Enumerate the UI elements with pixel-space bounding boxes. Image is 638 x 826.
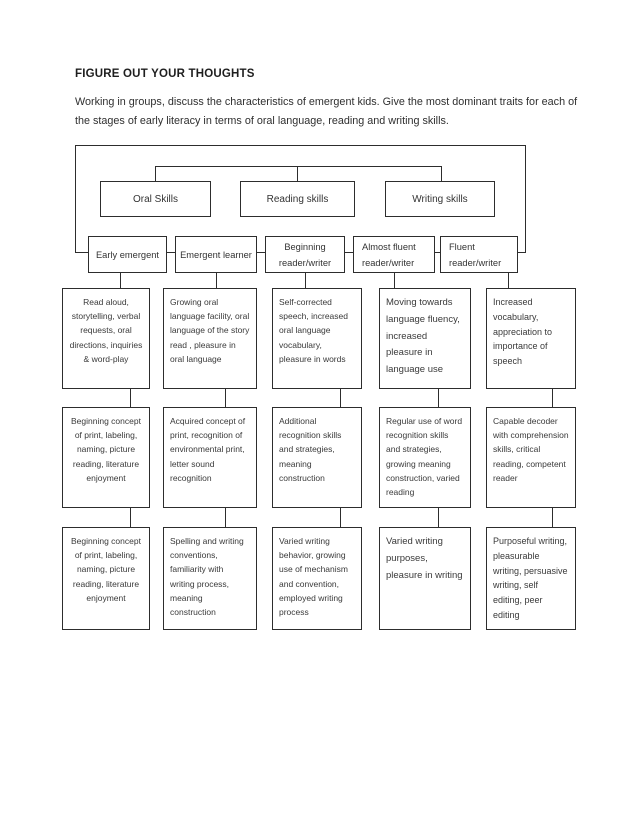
connector-line [438,388,439,408]
skill-header-oral: Oral Skills [100,181,211,217]
stage-box-early-emergent: Early emergent [88,236,167,273]
trait-fluent-reading: Capable decoder with comprehension skill… [486,407,576,508]
connector-line [340,507,341,528]
instructions-text: Working in groups, discuss the character… [75,96,578,127]
connector-line [216,272,217,289]
connector-line [120,272,121,289]
connector-line [508,272,509,289]
connector-line [340,388,341,408]
trait-fluent-oral: Increased vocabulary, appreciation to im… [486,288,576,389]
connector-line [297,166,298,182]
connector-line [394,272,395,289]
trait-fluent-writing: Purposeful writing, pleasurable writing,… [486,527,576,630]
trait-early-emergent-reading: Beginning concept of print, labeling, na… [62,407,150,508]
page-title: FIGURE OUT YOUR THOUGHTS [75,68,255,80]
connector-line [155,166,156,182]
skill-header-reading: Reading skills [240,181,355,217]
connector-line [305,272,306,289]
trait-emergent-learner-reading: Acquired concept of print, recognition o… [163,407,257,508]
connector-line [225,388,226,408]
trait-early-emergent-oral: Read aloud, storytelling, verbal request… [62,288,150,389]
bracket-line [155,166,442,167]
stage-box-beginning-reader-writer: Beginning reader/writer [265,236,345,273]
stage-box-emergent-learner: Emergent learner [175,236,257,273]
trait-early-emergent-writing: Beginning concept of print, labeling, na… [62,527,150,630]
trait-almost-fluent-reading: Regular use of word recognition skills a… [379,407,471,508]
trait-emergent-learner-oral: Growing oral language facility, oral lan… [163,288,257,389]
connector-line [441,166,442,182]
trait-almost-fluent-writing: Varied writing purposes, pleasure in wri… [379,527,471,630]
connector-line [438,507,439,528]
trait-emergent-learner-writing: Spelling and writing conventions, famili… [163,527,257,630]
trait-almost-fluent-oral: Moving towards language fluency, increas… [379,288,471,389]
trait-beginning-reader-writer-reading: Additional recognition skills and strate… [272,407,362,508]
trait-beginning-reader-writer-oral: Self-corrected speech, increased oral la… [272,288,362,389]
stage-box-almost-fluent-reader-writer: Almost fluent reader/writer [353,236,435,273]
trait-beginning-reader-writer-writing: Varied writing behavior, growing use of … [272,527,362,630]
connector-line [225,507,226,528]
stage-box-fluent-reader-writer: Fluent reader/writer [440,236,518,273]
connector-line [130,507,131,528]
connector-line [130,388,131,408]
connector-line [552,507,553,528]
connector-line [552,388,553,408]
skill-header-writing: Writing skills [385,181,495,217]
